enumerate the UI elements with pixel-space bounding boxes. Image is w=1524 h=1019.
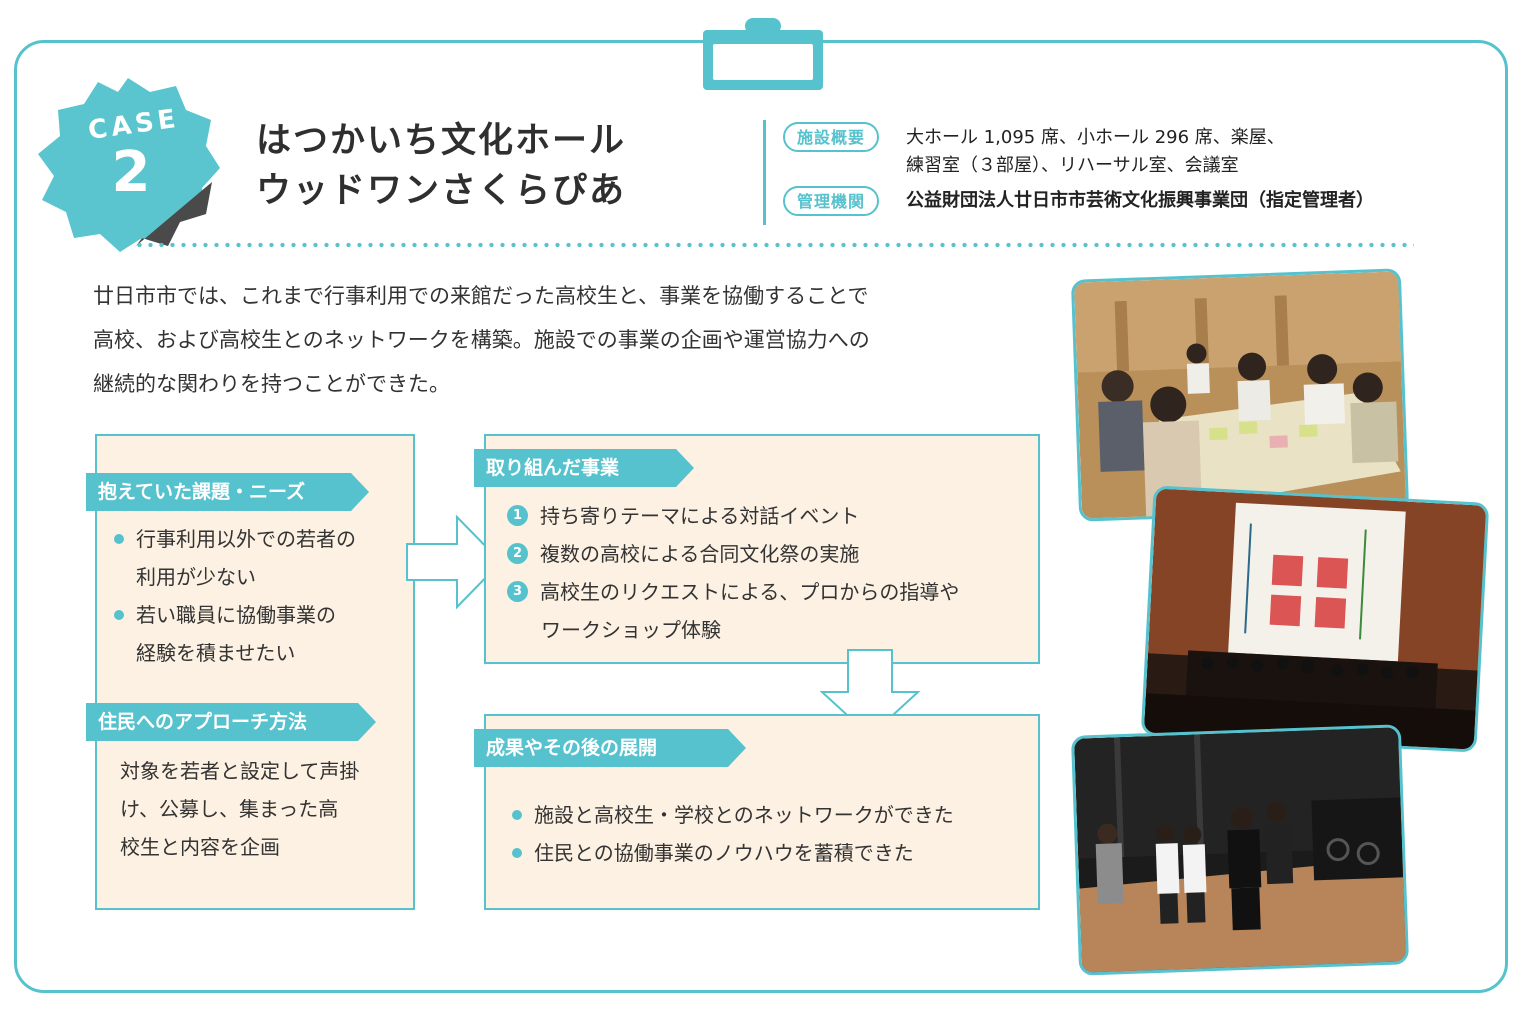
projects-list: 1 持ち寄りテーマによる対話イベント 2 複数の高校による合同文化祭の実施 3 高校生… [507,497,959,649]
photo-concert [1140,485,1490,753]
arrow-right-icon [406,515,503,610]
workshop-photo-image [1074,727,1409,975]
overview-line-1: 大ホール 1,095 席、小ホール 296 席、楽屋、 [906,127,1285,148]
number-2-icon: 2 [507,543,528,564]
intro-line: 高校、および高校生とのネットワークを構築。施設での事業の企画や運営協力への [93,328,870,352]
case-badge: CASE 2 [36,74,221,252]
meeting-photo-image [1073,271,1409,521]
list-item: 若い職員に協働事業の [114,596,356,634]
approach-line: 校生と内容を企画 [120,835,280,859]
list-item: 1 持ち寄りテーマによる対話イベント [507,497,959,535]
title-line-2: ウッドワンさくらぴあ [256,171,627,211]
clipboard-clip-icon [703,18,823,90]
photo-meeting [1070,268,1410,522]
divider-vertical [763,120,766,225]
issues-list: 行事利用以外での若者の 利用が少ない 若い職員に協働事業の 経験を積ませたい [114,520,356,672]
list-item-text: 複数の高校による合同文化祭の実施 [540,542,860,566]
results-list: 施設と高校生・学校とのネットワークができた 住民との協働事業のノウハウを蓄積でき… [512,796,954,872]
overview-line-2: 練習室（３部屋）、リハーサル室、会議室 [906,155,1239,176]
list-item-text: 若い職員に協働事業の [136,603,336,627]
intro-line: 廿日市市では、これまで行事利用での来館だった高校生と、事業を協働することで [93,284,869,308]
title-line-1: はつかいち文化ホール [256,121,627,161]
page-title: はつかいち文化ホール ウッドワンさくらぴあ [256,116,626,216]
photo-workshop [1070,724,1410,976]
overview-label: 施設概要 [783,122,880,152]
intro-line: 継続的な関わりを持つことができた。 [93,372,450,396]
list-item-text: 行事利用以外での若者の [136,527,356,551]
list-item: 3 高校生のリクエストによる、プロからの指導や [507,573,959,611]
issues-heading: 抱えていた課題・ニーズ [86,473,369,511]
bullet-dot-icon [114,533,124,544]
approach-line: け、公募し、集まった高 [120,797,339,821]
list-item: 行事利用以外での若者の [114,520,356,558]
list-item: 2 複数の高校による合同文化祭の実施 [507,535,959,573]
projects-heading: 取り組んだ事業 [474,449,694,487]
number-3-icon: 3 [507,581,528,602]
case-number: 2 [111,140,151,205]
list-item: 施設と高校生・学校とのネットワークができた [512,796,954,834]
approach-text: 対象を若者と設定して声掛 け、公募し、集まった高 校生と内容を企画 [120,752,359,866]
dotted-divider [134,242,1414,248]
overview-text: 大ホール 1,095 席、小ホール 296 席、楽屋、 練習室（３部屋）、リハー… [906,124,1285,180]
concert-photo-image [1143,488,1489,752]
list-item-text: 施設と高校生・学校とのネットワークができた [534,803,954,827]
results-heading: 成果やその後の展開 [474,729,746,767]
intro-text: 廿日市市では、これまで行事利用での来館だった高校生と、事業を協働することで 高校… [93,274,1053,406]
issues-box [95,434,415,910]
list-item-text: 高校生のリクエストによる、プロからの指導や [540,580,960,604]
manager-label: 管理機関 [783,186,880,216]
list-item-cont: 利用が少ない [136,565,256,589]
bullet-dot-icon [512,847,522,858]
list-item-cont: ワークショップ体験 [541,618,721,642]
list-item-text: 持ち寄りテーマによる対話イベント [540,504,860,528]
number-1-icon: 1 [507,505,528,526]
bullet-dot-icon [512,809,522,820]
manager-text: 公益財団法人廿日市市芸術文化振興事業団（指定管理者） [906,190,1374,211]
list-item: 住民との協働事業のノウハウを蓄積できた [512,834,954,872]
results-box [484,714,1040,910]
approach-line: 対象を若者と設定して声掛 [120,759,360,783]
list-item-cont: 経験を積ませたい [136,641,296,665]
bullet-dot-icon [114,609,124,620]
approach-heading: 住民へのアプローチ方法 [86,703,376,741]
list-item-text: 住民との協働事業のノウハウを蓄積できた [534,841,914,865]
